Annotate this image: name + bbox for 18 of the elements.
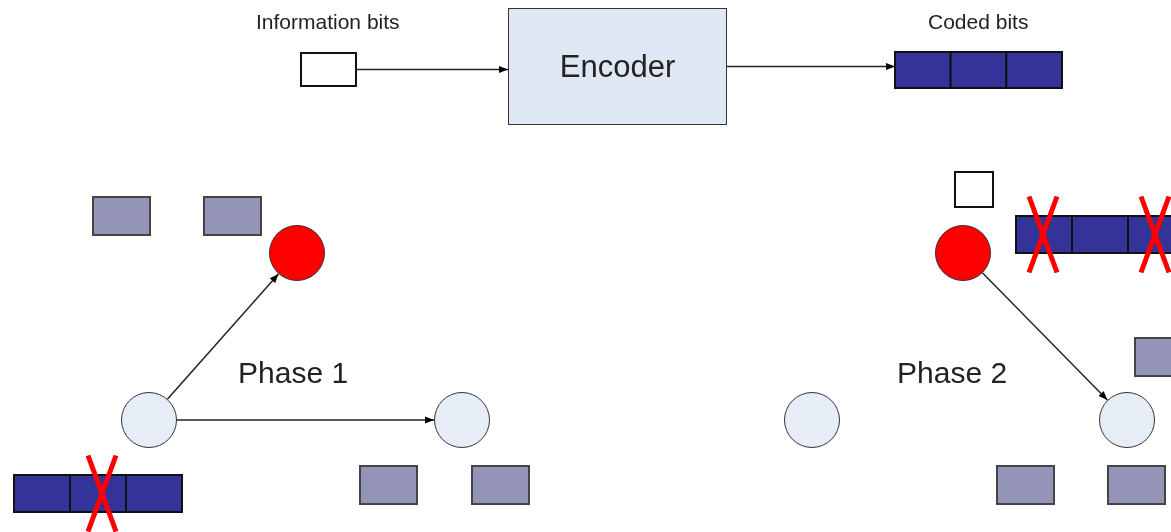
node-circle [784,392,840,448]
coded-bit-bar [13,474,183,513]
node-circle [434,392,490,448]
phase-label: Phase 1 [238,356,349,390]
node-circle [1099,392,1155,448]
encoder-box: Encoder [508,8,727,125]
arrow [981,272,1109,401]
arrow [356,65,509,74]
coded-bit-bar [1015,215,1171,254]
node-circle [269,225,325,281]
arrow [726,62,896,71]
arrow [176,416,435,424]
arrow [166,273,280,400]
node-circle [935,225,991,281]
node-circle [121,392,177,448]
node-label: Coded bits [928,10,1029,34]
phase-label: Phase 2 [897,356,1008,390]
node-label: Information bits [256,10,400,34]
